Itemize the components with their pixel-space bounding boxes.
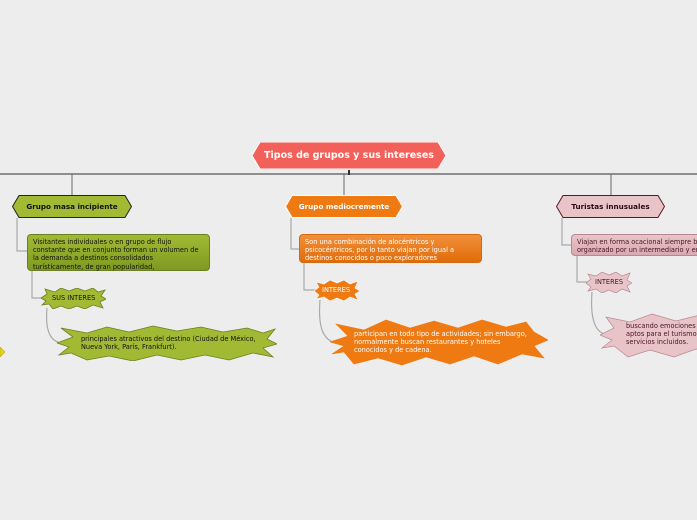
branch-description[interactable]: Visitantes individuales o en grupo de fl…	[27, 234, 210, 271]
interest-topic[interactable]: INTERES	[586, 272, 632, 293]
description-text: Son una combinación de alocéntricos y ps…	[305, 238, 455, 263]
connector-desc-2	[290, 218, 300, 250]
interest-label: INTERES	[322, 286, 351, 294]
interest-topic[interactable]: INTERES	[314, 280, 360, 301]
branch-topic-grupo-mediocremente[interactable]: Grupo mediocremente	[285, 195, 403, 218]
interest-detail-text: participan en todo tipo de actividades; …	[354, 330, 527, 355]
interest-topic[interactable]: SUS INTERES	[41, 288, 106, 309]
connector-interest-1	[31, 271, 44, 299]
interest-label: INTERES	[595, 278, 624, 286]
offscreen-topic-edge	[0, 342, 6, 358]
connector-detail-3	[590, 291, 606, 335]
connector-interest-3	[576, 255, 589, 283]
interest-detail-text: buscando emociones aptos para el turismo…	[626, 322, 697, 347]
interest-detail-topic[interactable]: buscando emociones aptos para el turismo…	[600, 312, 697, 358]
description-text: Viajan en forma ocacional siempre ba org…	[577, 238, 697, 255]
root-topic[interactable]: Tipos de grupos y sus intereses	[252, 142, 446, 169]
branch-description[interactable]: Viajan en forma ocacional siempre ba org…	[571, 234, 697, 256]
connector-desc-1	[16, 218, 27, 252]
branch-title: Grupo masa incipiente	[26, 202, 118, 211]
description-text: Visitantes individuales o en grupo de fl…	[33, 238, 199, 271]
interest-detail-topic[interactable]: participan en todo tipo de actividades; …	[330, 318, 548, 366]
connector-desc-3	[561, 218, 572, 246]
interest-detail-text: principales atractivos del destino (Ciud…	[81, 335, 256, 352]
branch-description[interactable]: Son una combinación de alocéntricos y ps…	[299, 234, 482, 263]
branch-topic-turistas-innusuales[interactable]: Turistas innusuales	[556, 195, 665, 218]
root-title: Tipos de grupos y sus intereses	[264, 150, 434, 161]
branch-topic-grupo-masa-incipiente[interactable]: Grupo masa incipiente	[12, 195, 132, 218]
branch-title: Grupo mediocremente	[298, 202, 390, 211]
interest-detail-topic[interactable]: principales atractivos del destino (Ciud…	[57, 325, 277, 361]
connector-interest-2	[303, 262, 317, 291]
interest-label: SUS INTERES	[52, 294, 96, 302]
branch-title: Turistas innusuales	[571, 202, 650, 211]
